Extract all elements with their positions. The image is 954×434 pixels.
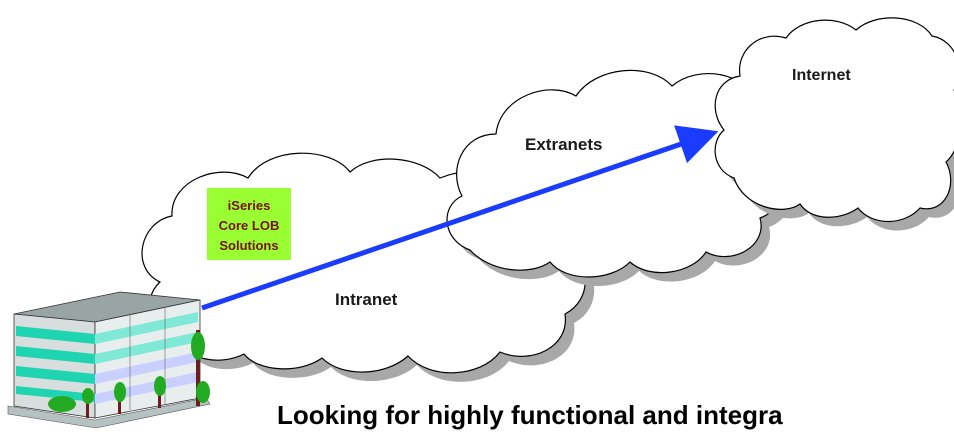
lob-line-1: iSeries [228, 198, 271, 213]
iseries-lob-box: iSeries Core LOB Solutions [207, 188, 291, 260]
caption-text: Looking for highly functional and integr… [277, 400, 783, 430]
office-building-icon [7, 291, 211, 429]
internet-cloud [714, 17, 954, 231]
internet-label: Internet [792, 67, 851, 84]
lob-line-2: Core LOB [219, 218, 280, 233]
intranet-label: Intranet [335, 290, 398, 309]
lob-line-3: Solutions [219, 238, 278, 253]
growth-arrow [201, 125, 719, 311]
extranets-label: Extranets [525, 135, 602, 154]
